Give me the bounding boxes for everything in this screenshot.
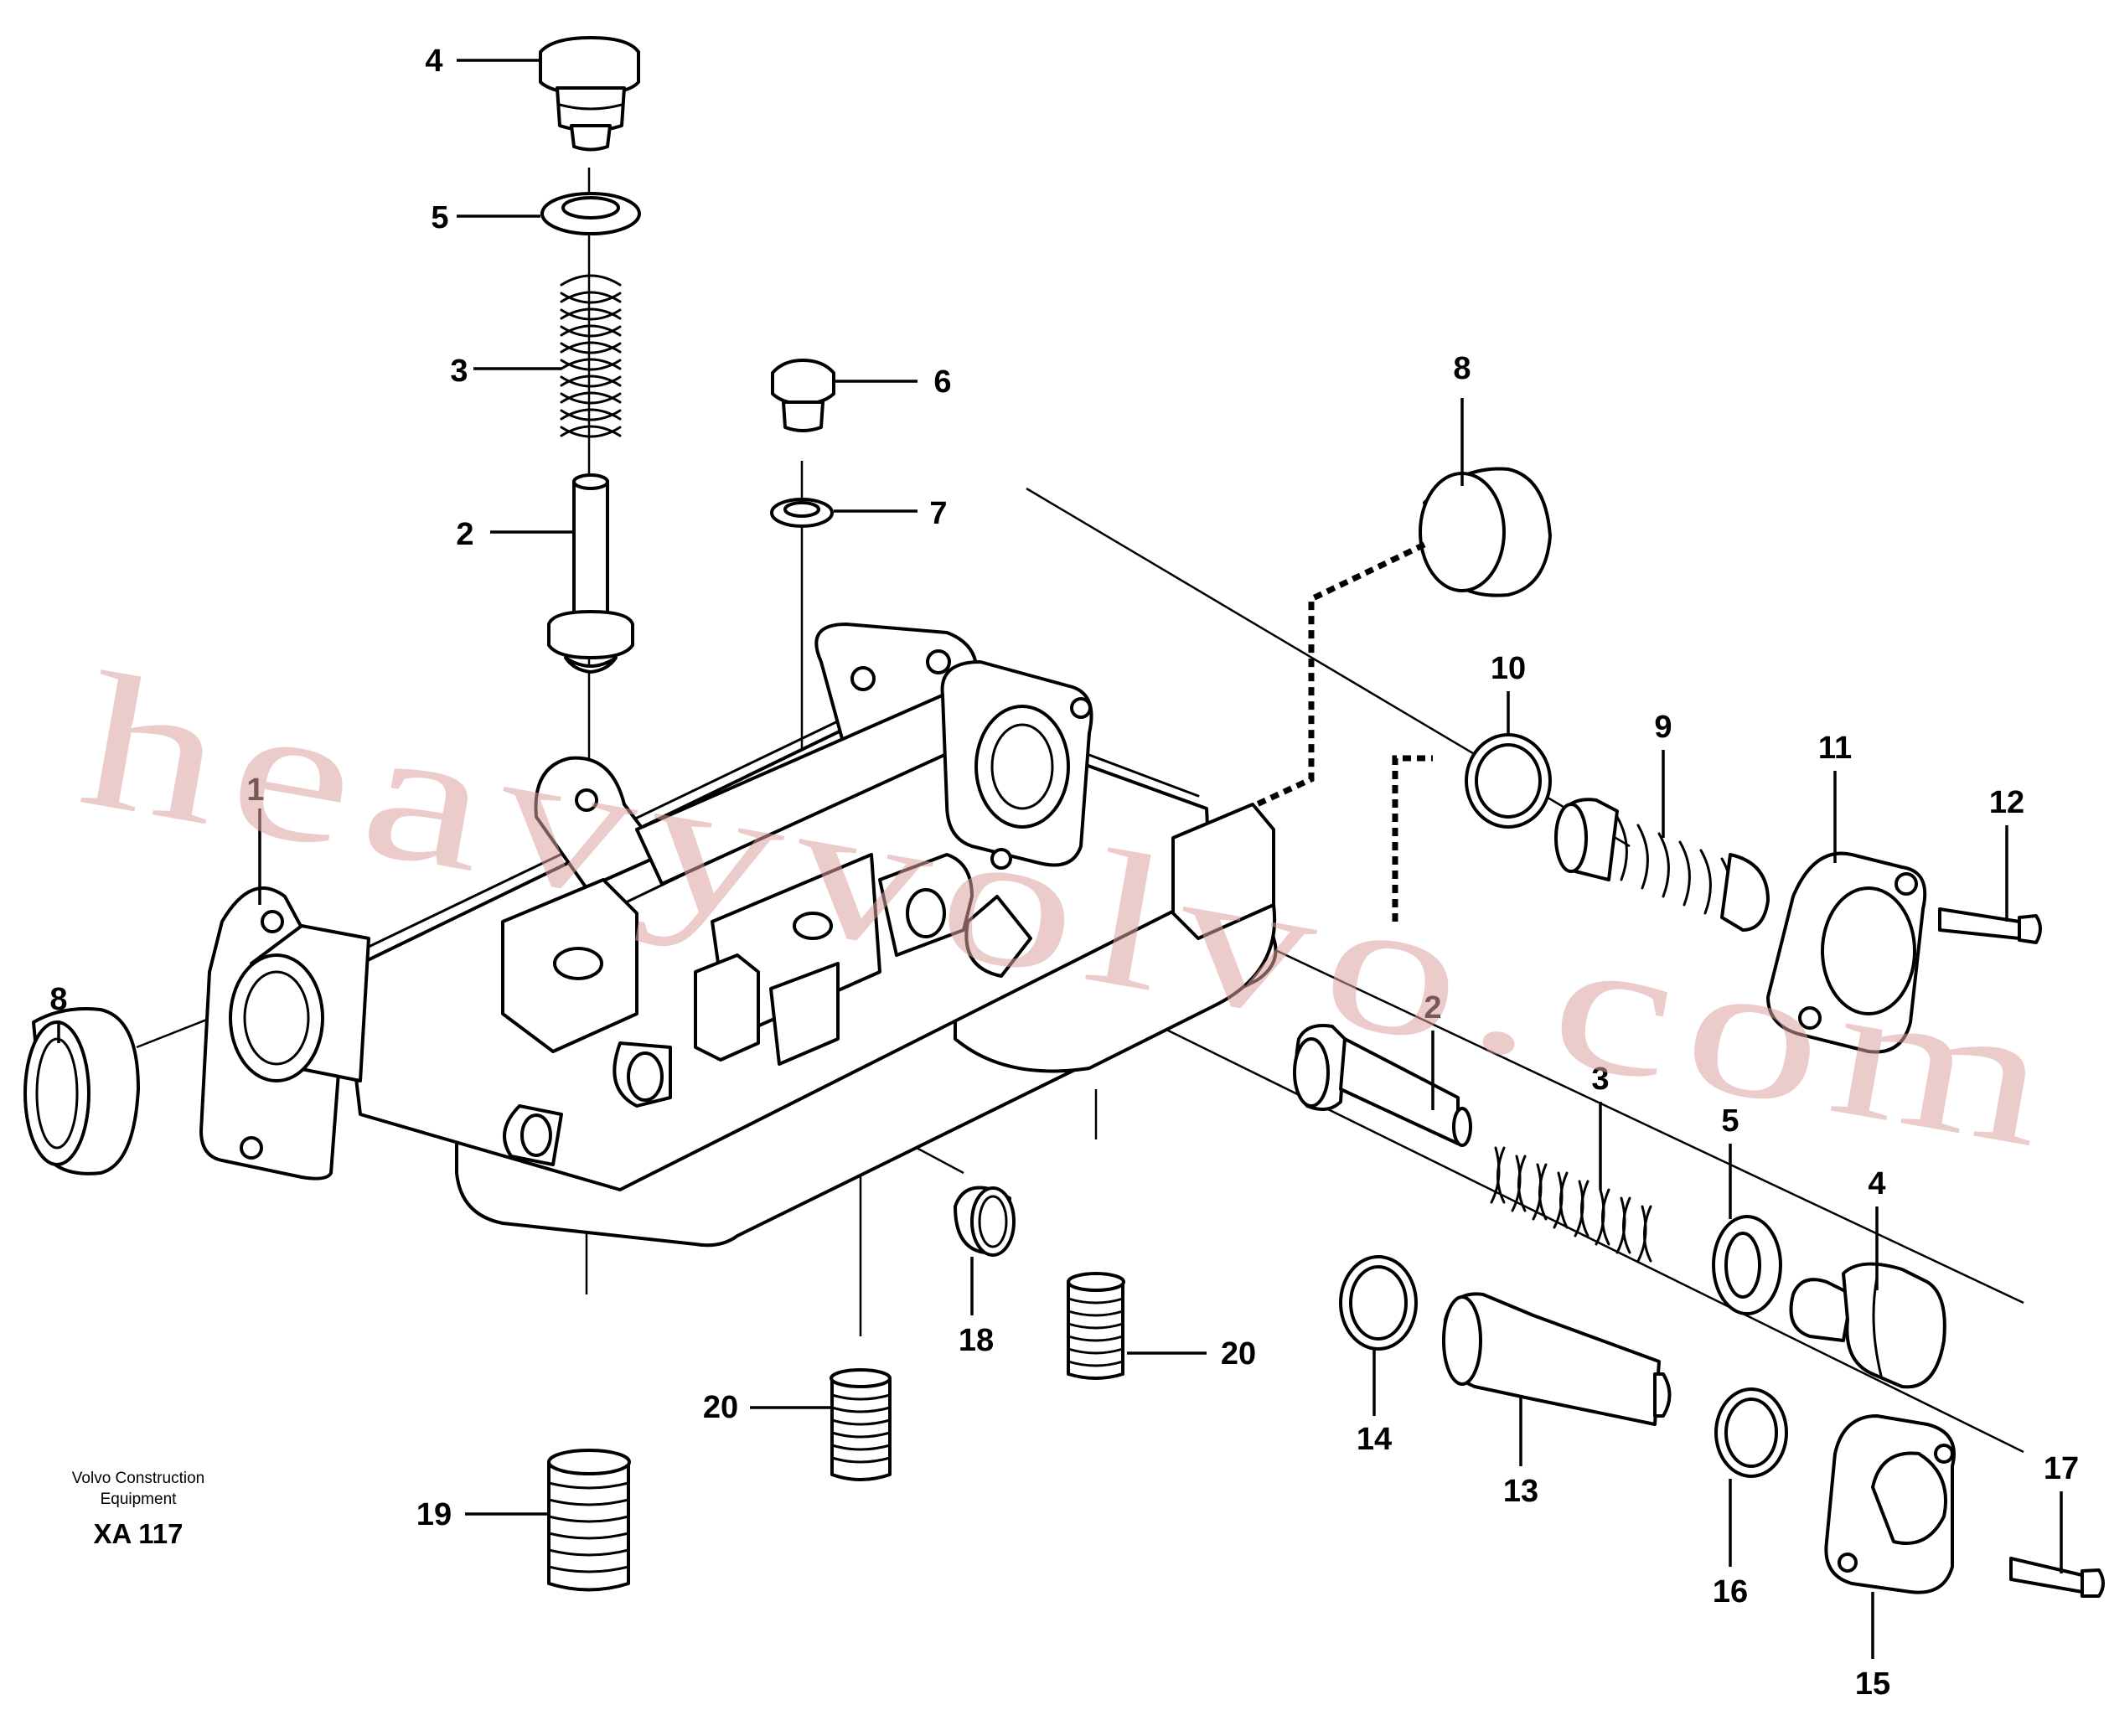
spring-part-9 bbox=[1554, 798, 1770, 932]
callout-11: 11 bbox=[1818, 731, 1852, 766]
callout-8-right: 8 bbox=[1453, 351, 1471, 386]
seal-part-7 bbox=[770, 498, 834, 528]
callout-3-top: 3 bbox=[450, 354, 468, 389]
callout-4-top: 4 bbox=[425, 44, 442, 79]
callout-13: 13 bbox=[1503, 1474, 1538, 1509]
callout-20-left: 20 bbox=[703, 1390, 738, 1425]
threaded-bushing-part-19 bbox=[547, 1449, 631, 1592]
bolt-part-17 bbox=[2009, 1557, 2105, 1598]
seal-ring-part-5-top bbox=[540, 192, 641, 235]
o-ring-part-16 bbox=[1714, 1387, 1788, 1478]
drawing-code: XA 117 bbox=[93, 1518, 183, 1549]
shaft-part-13 bbox=[1442, 1292, 1672, 1426]
callout-10: 10 bbox=[1491, 651, 1526, 686]
callout-16: 16 bbox=[1713, 1574, 1748, 1609]
callout-1: 1 bbox=[246, 772, 264, 808]
callout-6: 6 bbox=[933, 364, 951, 400]
callout-2-right: 2 bbox=[1424, 990, 1441, 1026]
callout-18: 18 bbox=[959, 1323, 994, 1358]
callout-5-top: 5 bbox=[431, 200, 448, 235]
plug-part-4-top bbox=[539, 36, 640, 152]
callout-17: 17 bbox=[2044, 1451, 2079, 1486]
callout-8-left: 8 bbox=[49, 982, 67, 1017]
spring-part-3-top bbox=[560, 274, 622, 438]
cap-part-8-right bbox=[1255, 467, 1552, 808]
bushing-part-18 bbox=[954, 1186, 1016, 1257]
credit-block: Volvo Construction Equipment XA 117 bbox=[72, 1470, 204, 1549]
cap-part-8-left bbox=[23, 1007, 140, 1175]
plug-part-6 bbox=[771, 359, 835, 432]
callout-7: 7 bbox=[929, 496, 947, 531]
plug-part-4-right bbox=[1789, 1262, 1946, 1389]
cover-part-11 bbox=[1766, 851, 1927, 1054]
threaded-bushing-part-20-left bbox=[830, 1368, 892, 1481]
callout-5-right: 5 bbox=[1721, 1103, 1739, 1139]
callout-2-top: 2 bbox=[456, 517, 473, 552]
o-ring-part-10 bbox=[1465, 733, 1552, 829]
top-relief-valve-stack bbox=[539, 36, 641, 674]
cover-part-15 bbox=[1824, 1414, 1956, 1594]
valve-housing bbox=[199, 623, 1278, 1248]
credit-line-2: Equipment bbox=[101, 1491, 178, 1508]
callout-12: 12 bbox=[1989, 785, 2024, 820]
callout-4-right: 4 bbox=[1868, 1166, 1885, 1201]
callout-15: 15 bbox=[1855, 1666, 1890, 1702]
spring-part-3-right bbox=[1490, 1146, 1652, 1263]
piston-part-2-right bbox=[1293, 1024, 1472, 1147]
callout-20-right: 20 bbox=[1221, 1336, 1256, 1372]
leader-lines bbox=[57, 59, 2063, 1659]
callout-19: 19 bbox=[416, 1497, 452, 1532]
threaded-bushing-part-20-right bbox=[1067, 1272, 1125, 1380]
piston-part-2-top bbox=[547, 473, 634, 674]
callouts: 4 5 3 2 6 7 8 1 8 10 9 11 12 2 3 5 4 18 … bbox=[49, 44, 2079, 1702]
credit-line-1: Volvo Construction bbox=[72, 1470, 204, 1487]
bolt-part-12 bbox=[1938, 907, 2042, 944]
callout-3-right: 3 bbox=[1591, 1062, 1609, 1097]
seal-ring-part-5-right bbox=[1712, 1215, 1782, 1315]
dashed-link bbox=[1392, 755, 1433, 922]
callout-14: 14 bbox=[1357, 1422, 1392, 1457]
o-ring-part-14 bbox=[1339, 1255, 1418, 1351]
callout-9: 9 bbox=[1654, 710, 1672, 745]
